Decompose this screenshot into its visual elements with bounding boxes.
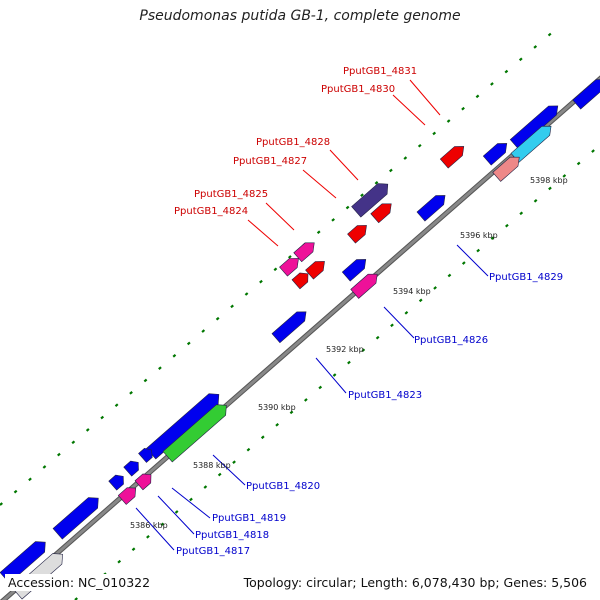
gene-arrow	[293, 242, 315, 263]
leader-line	[315, 357, 347, 394]
leader-line	[456, 244, 489, 277]
leader-line	[135, 507, 175, 551]
gene-arrow	[341, 259, 367, 282]
gene-label[interactable]: PputGB1_4818	[195, 530, 269, 541]
gene-arrow	[291, 272, 309, 290]
gene-arrow	[52, 497, 99, 540]
leader-line	[247, 219, 279, 247]
label-leader-lines	[135, 79, 489, 551]
tick-dash-line	[74, 144, 600, 600]
backbone-inner	[1, 76, 600, 600]
gene-label[interactable]: PputGB1_4823	[348, 390, 422, 401]
gene-label[interactable]: PputGB1_4830	[321, 84, 395, 95]
gene-arrow	[305, 261, 325, 280]
gene-arrow	[123, 460, 139, 477]
gene-label[interactable]: PputGB1_4817	[176, 546, 250, 557]
gene-arrow	[416, 195, 446, 222]
gene-arrow	[138, 447, 153, 463]
leader-line	[409, 79, 441, 116]
tick-label: 5390 kbp	[258, 403, 296, 412]
leader-line	[302, 169, 337, 199]
gene-arrow	[134, 473, 152, 491]
genome-backbone	[0, 75, 600, 600]
tick-label: 5394 kbp	[393, 287, 431, 296]
gene-label[interactable]: PputGB1_4827	[233, 156, 307, 167]
leader-line	[265, 202, 295, 231]
gene-label[interactable]: PputGB1_4824	[174, 206, 248, 217]
gene-arrow	[350, 273, 378, 299]
gene-label[interactable]: PputGB1_4820	[246, 481, 320, 492]
gene-arrow	[370, 203, 392, 224]
leader-line	[212, 454, 246, 486]
leader-line	[171, 487, 211, 519]
leader-line	[329, 149, 359, 181]
gene-arrow	[271, 311, 307, 344]
gene-label[interactable]: PputGB1_4829	[489, 272, 563, 283]
tick-dash-line	[0, 29, 556, 506]
tick-label: 5396 kbp	[460, 231, 498, 240]
gene-arrow	[117, 487, 137, 505]
gene-arrow	[162, 404, 227, 463]
tick-label: 5386 kbp	[130, 521, 168, 530]
gene-label[interactable]: PputGB1_4831	[343, 66, 417, 77]
gene-arrow	[146, 393, 220, 460]
leader-line	[392, 94, 426, 126]
genome-summary-text: Topology: circular; Length: 6,078,430 bp…	[240, 574, 590, 591]
gene-arrow	[482, 143, 508, 166]
gene-arrow	[347, 225, 367, 244]
gene-arrow	[108, 474, 124, 491]
tick-label: 5388 kbp	[193, 461, 231, 470]
gene-label[interactable]: PputGB1_4826	[414, 335, 488, 346]
tick-marks	[0, 29, 600, 600]
gene-label[interactable]: PputGB1_4825	[194, 189, 268, 200]
tick-label: 5398 kbp	[530, 176, 568, 185]
gene-arrow	[492, 156, 520, 182]
leader-line	[157, 495, 195, 535]
gene-arrow	[439, 146, 465, 169]
leader-line	[383, 306, 415, 339]
tick-label: 5392 kbp	[326, 345, 364, 354]
accession-text: Accession: NC_010322	[5, 574, 154, 591]
gene-arrow	[351, 183, 389, 218]
gene-features	[0, 79, 600, 600]
gene-label[interactable]: PputGB1_4819	[212, 513, 286, 524]
backbone-outer	[0, 75, 600, 600]
gene-arrow	[572, 79, 600, 110]
gene-arrow	[279, 258, 299, 277]
gene-label[interactable]: PputGB1_4828	[256, 137, 330, 148]
gene-arrow	[509, 105, 559, 150]
map-title: Pseudomonas putida GB-1, complete genome	[139, 8, 461, 24]
